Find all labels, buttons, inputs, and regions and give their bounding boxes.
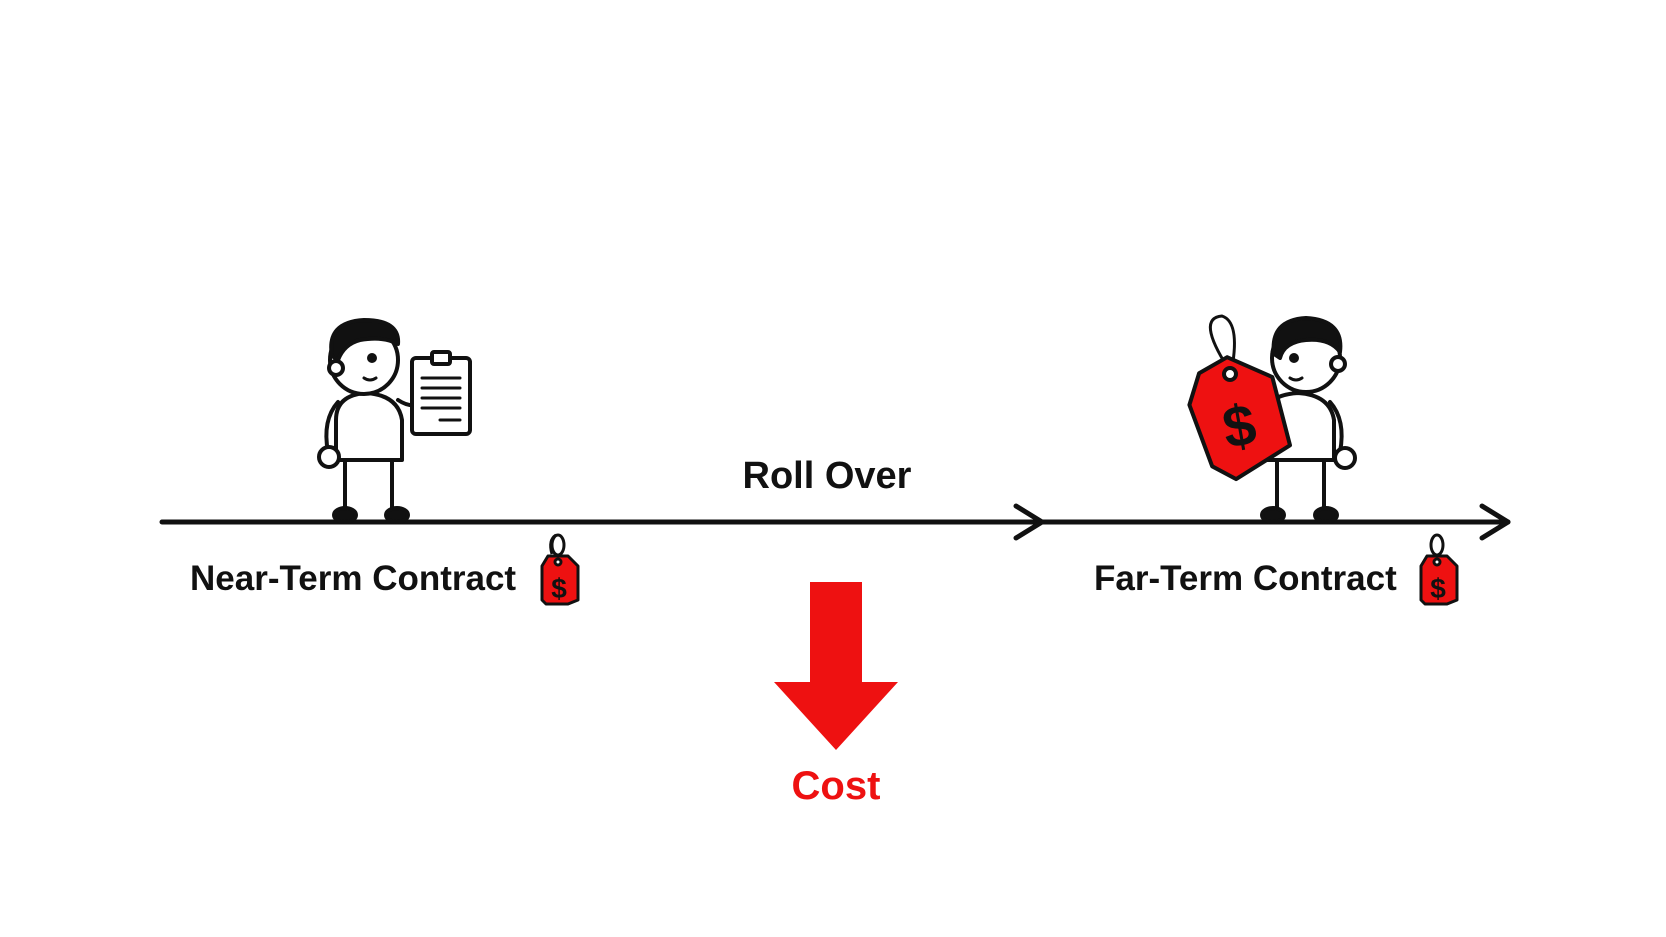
end-arrowhead-icon bbox=[1479, 503, 1511, 541]
far-term-label: Far-Term Contract bbox=[1094, 559, 1397, 598]
near-term-label: Near-Term Contract bbox=[190, 559, 516, 598]
down-arrow-icon bbox=[774, 582, 898, 750]
price-tag-icon bbox=[540, 533, 580, 606]
person-holding-price-tag-icon bbox=[1187, 314, 1357, 524]
price-tag-icon bbox=[1419, 533, 1459, 606]
far-tag-symbol: $ bbox=[1430, 573, 1446, 604]
cost-label: Cost bbox=[792, 764, 881, 808]
roll-over-label: Roll Over bbox=[743, 455, 912, 497]
timeline bbox=[159, 503, 1511, 541]
mid-arrowhead-icon bbox=[1013, 503, 1045, 541]
person-holding-clipboard-icon bbox=[317, 318, 472, 524]
near-tag-symbol: $ bbox=[551, 573, 567, 604]
